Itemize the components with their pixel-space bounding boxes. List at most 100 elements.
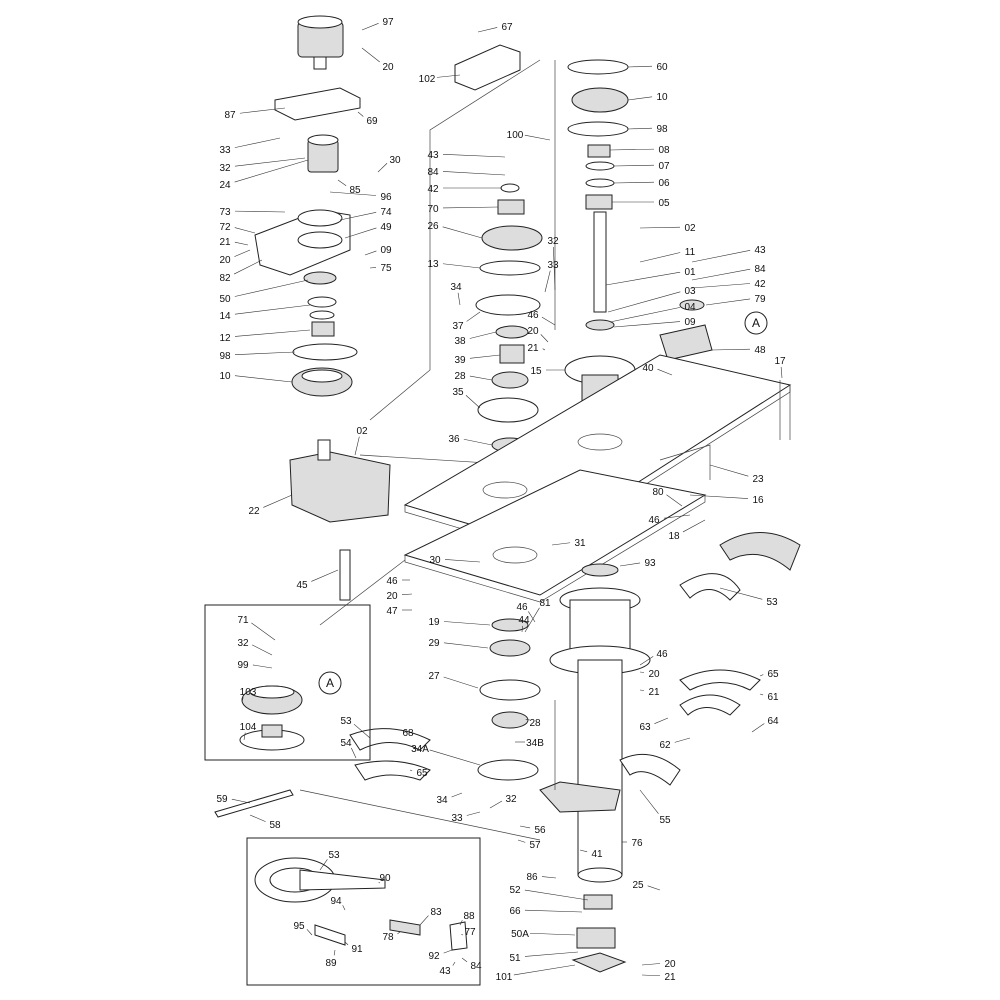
part-number-label: 84 bbox=[754, 264, 766, 275]
leader-line bbox=[639, 671, 645, 673]
part-number-label: 34B bbox=[526, 738, 544, 749]
part-number-label: 06 bbox=[658, 178, 670, 189]
bracket-102 bbox=[454, 44, 521, 91]
part-number-label: 31 bbox=[574, 538, 586, 549]
leader-line bbox=[524, 607, 540, 633]
leader-line bbox=[524, 134, 551, 141]
part-number-label: 42 bbox=[754, 279, 766, 290]
part-number-label: 10 bbox=[219, 371, 231, 382]
gearbox-housing bbox=[289, 439, 391, 523]
coupling bbox=[307, 134, 339, 173]
part-number-label: 15 bbox=[530, 366, 542, 377]
part-number-label: 30 bbox=[389, 155, 401, 166]
part-number-label: 87 bbox=[224, 110, 236, 121]
part-number-label: 35 bbox=[452, 387, 464, 398]
leader-line bbox=[759, 674, 764, 677]
leader-line bbox=[444, 559, 481, 563]
leader-line bbox=[609, 307, 681, 323]
left-bearing-stack bbox=[291, 271, 358, 397]
lower-plate bbox=[403, 469, 707, 603]
leader-line bbox=[306, 929, 313, 936]
leader-line bbox=[364, 250, 377, 256]
part-number-label: 09 bbox=[684, 317, 696, 328]
leader-line bbox=[231, 798, 251, 804]
leader-line bbox=[513, 964, 576, 976]
leader-line bbox=[466, 311, 481, 322]
part-number-label: 56 bbox=[534, 825, 546, 836]
leader-line bbox=[627, 127, 653, 130]
leader-line bbox=[639, 689, 645, 691]
leader-line bbox=[524, 951, 579, 957]
leader-line bbox=[378, 882, 381, 884]
leader-line bbox=[442, 206, 499, 209]
leader-line bbox=[517, 839, 526, 843]
hydraulic-motor bbox=[297, 15, 344, 70]
leader-line bbox=[641, 963, 661, 966]
part-number-label: 29 bbox=[428, 638, 440, 649]
leader-line bbox=[234, 210, 286, 213]
leader-line bbox=[234, 157, 306, 167]
part-number-label: 100 bbox=[507, 130, 524, 141]
leader-line bbox=[442, 153, 506, 158]
part-number-label: 84 bbox=[470, 961, 482, 972]
leader-line bbox=[465, 395, 481, 409]
part-number-label: 61 bbox=[767, 692, 779, 703]
leader-line bbox=[469, 331, 497, 339]
leader-line bbox=[463, 438, 493, 446]
support-arm bbox=[254, 209, 351, 276]
part-number-label: 77 bbox=[464, 927, 476, 938]
part-number-label: 60 bbox=[656, 62, 668, 73]
part-number-label: 48 bbox=[754, 345, 766, 356]
part-number-label: 23 bbox=[752, 474, 764, 485]
leader-line bbox=[541, 316, 556, 326]
part-number-label: 20 bbox=[386, 591, 398, 602]
part-number-label: 85 bbox=[349, 185, 361, 196]
part-number-label: 17 bbox=[774, 356, 786, 367]
part-number-label: 99 bbox=[237, 660, 249, 671]
leader-line bbox=[442, 263, 481, 269]
part-number-label: 01 bbox=[684, 267, 696, 278]
part-number-label: 22 bbox=[248, 506, 260, 517]
part-number-label: 49 bbox=[380, 222, 392, 233]
leader-line bbox=[442, 171, 506, 176]
center-gear-stack bbox=[475, 183, 543, 453]
part-number-label: 10 bbox=[656, 92, 668, 103]
leader-line bbox=[519, 825, 531, 829]
leader-line bbox=[613, 164, 655, 167]
part-number-label: 16 bbox=[752, 495, 764, 506]
part-number-label: 18 bbox=[668, 531, 680, 542]
part-number-label: 63 bbox=[639, 722, 651, 733]
leader-line bbox=[234, 241, 249, 246]
leader-line bbox=[443, 621, 491, 626]
part-number-label: 33 bbox=[451, 813, 463, 824]
part-number-label: 81 bbox=[539, 598, 551, 609]
leader-line bbox=[524, 889, 589, 901]
leader-line bbox=[234, 351, 296, 355]
part-number-label: 91 bbox=[351, 944, 363, 955]
leader-line bbox=[249, 814, 266, 822]
part-number-label: 21 bbox=[664, 972, 676, 983]
part-number-label: 54 bbox=[340, 738, 352, 749]
part-number-label: 46 bbox=[648, 515, 660, 526]
leader-line bbox=[691, 250, 751, 263]
part-number-label: 78 bbox=[382, 932, 394, 943]
leader-line bbox=[529, 932, 576, 936]
leader-line bbox=[613, 181, 655, 184]
callout-A-inset: A bbox=[318, 671, 342, 695]
part-number-label: 43 bbox=[754, 245, 766, 256]
part-number-label: 42 bbox=[427, 184, 439, 195]
leader-line bbox=[234, 249, 251, 257]
part-number-label: 26 bbox=[427, 221, 439, 232]
leader-line bbox=[705, 298, 751, 306]
leader-line bbox=[443, 949, 453, 954]
leader-line bbox=[639, 226, 681, 229]
leader-line bbox=[377, 163, 388, 173]
part-number-label: 72 bbox=[219, 222, 231, 233]
leader-line bbox=[691, 268, 751, 281]
leader-line bbox=[234, 227, 256, 234]
part-number-label: 30 bbox=[429, 555, 441, 566]
part-number-label: 83 bbox=[430, 907, 442, 918]
leader-line bbox=[234, 279, 309, 297]
